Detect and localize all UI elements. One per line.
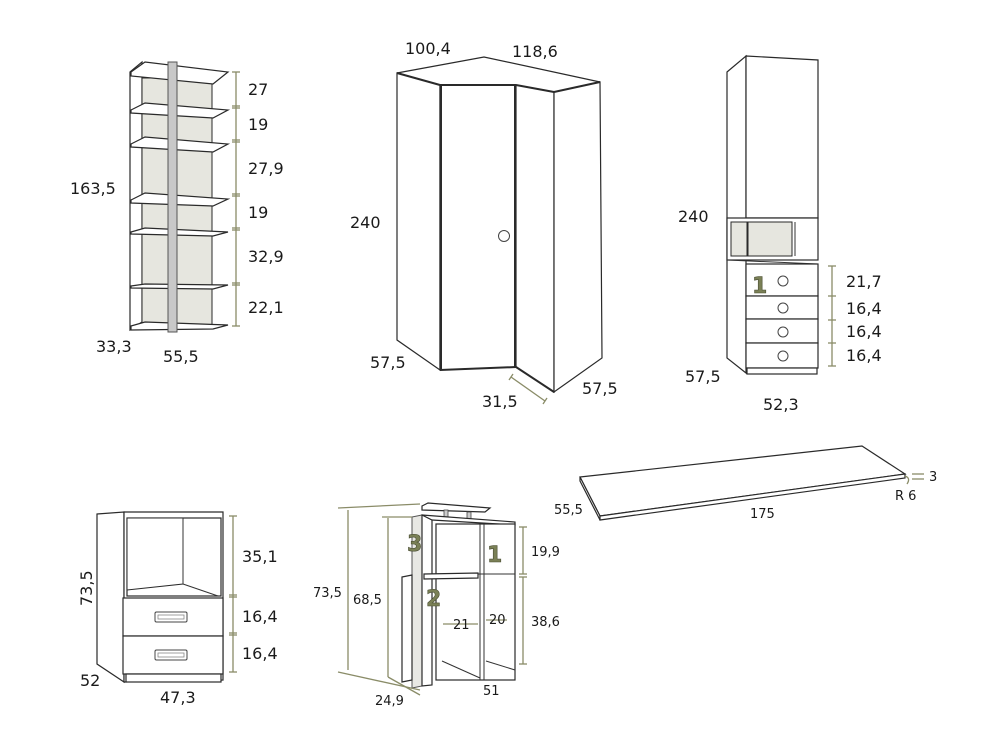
bookshelf-width: 55,5 xyxy=(163,347,199,366)
nightstand-height: 73,5 xyxy=(77,570,96,606)
center-post xyxy=(167,61,178,333)
tall-cabinet-dim-lines xyxy=(828,265,836,367)
drawer-knob-icon xyxy=(777,326,789,338)
drawer-knob-icon xyxy=(777,302,789,314)
desk-top-drawing: 3 R 6 55,5 175 xyxy=(554,445,937,522)
desk-top-depth: 55,5 xyxy=(554,503,583,518)
nightstand-depth: 52 xyxy=(80,671,100,690)
desk-shelf-total-height: 73,5 xyxy=(313,586,342,601)
desk-shelf-width: 51 xyxy=(483,684,500,699)
bookshelf-section-2: 19 xyxy=(248,115,268,134)
wardrobe-depth-right: 57,5 xyxy=(582,379,618,398)
nightstand-drawer-2-dim: 16,4 xyxy=(242,644,278,663)
wardrobe-depth-left: 57,5 xyxy=(370,353,406,372)
desk-shelf-upper: 19,9 xyxy=(531,545,560,560)
bookshelf-section-3: 27,9 xyxy=(248,159,284,178)
bookshelf-dim-lines xyxy=(232,71,240,327)
wardrobe-door-return: 31,5 xyxy=(482,392,518,411)
wardrobe-top-right: 118,6 xyxy=(512,42,558,61)
tall-cabinet-height: 240 xyxy=(678,207,709,226)
nightstand-drawing: 35,1 16,4 16,4 73,5 52 47,3 xyxy=(77,511,278,707)
desk-top-radius: R 6 xyxy=(895,489,916,504)
radius-mark xyxy=(904,475,910,485)
desk-shelf-dim-lines xyxy=(337,503,527,696)
part-marker-1: 1 xyxy=(487,543,502,568)
drawer-handle-icon xyxy=(154,611,188,623)
bookshelf-section-5: 32,9 xyxy=(248,247,284,266)
drawer-knob-icon xyxy=(777,350,789,362)
part-marker-1: 1 xyxy=(752,274,767,299)
bookshelf-drawing: 27 19 27,9 19 32,9 22,1 163,5 33,3 55,5 xyxy=(70,60,284,366)
open-niche xyxy=(726,217,819,265)
drawer-dim-4: 16,4 xyxy=(846,346,882,365)
return-dim-line xyxy=(510,376,546,402)
drawer-dim-2: 16,4 xyxy=(846,299,882,318)
desk-shelf-inner-right: 20 xyxy=(489,613,506,628)
bookshelf-height: 163,5 xyxy=(70,179,116,198)
bookshelf-section-6: 22,1 xyxy=(248,298,284,317)
shelf-boards xyxy=(130,61,231,331)
nightstand-drawer-1-dim: 16,4 xyxy=(242,607,278,626)
wardrobe-top-left: 100,4 xyxy=(405,39,451,58)
tall-cabinet-depth: 57,5 xyxy=(685,367,721,386)
part-marker-3: 3 xyxy=(407,532,422,557)
part-marker-2: 2 xyxy=(426,587,441,612)
nightstand-upper: 35,1 xyxy=(242,547,278,566)
tall-cabinet-width: 52,3 xyxy=(763,395,799,414)
drawer-dim-3: 16,4 xyxy=(846,322,882,341)
nightstand-width: 47,3 xyxy=(160,688,196,707)
mid-shelf xyxy=(423,572,479,580)
desk-top-length: 175 xyxy=(750,507,775,522)
desk-shelf-drawing: 3 1 2 73,5 68,5 19,9 38,6 21 20 24,9 51 xyxy=(313,502,560,709)
desk-shelf-inner-height: 68,5 xyxy=(353,593,382,608)
desk-shelf-inner-left: 21 xyxy=(453,618,470,633)
bookshelf-section-4: 19 xyxy=(248,203,268,222)
desk-shelf-lower: 38,6 xyxy=(531,615,560,630)
drawer-dim-1: 21,7 xyxy=(846,272,882,291)
door-knob-icon xyxy=(498,230,510,242)
desk-shelf-depth: 24,9 xyxy=(375,694,404,709)
desk-top-thickness: 3 xyxy=(929,470,937,485)
bookshelf-section-1: 27 xyxy=(248,80,268,99)
bookshelf-depth: 33,3 xyxy=(96,337,132,356)
corner-wardrobe-drawing: 100,4 118,6 240 57,5 31,5 57,5 xyxy=(350,39,618,411)
nightstand-dim-lines xyxy=(229,515,237,673)
drawer-handle-icon xyxy=(154,649,188,661)
drawer-knob-icon xyxy=(777,275,789,287)
wardrobe-height: 240 xyxy=(350,213,381,232)
tall-cabinet-drawing: 1 21,7 16,4 16,4 16,4 240 57,5 52,3 xyxy=(678,54,882,414)
